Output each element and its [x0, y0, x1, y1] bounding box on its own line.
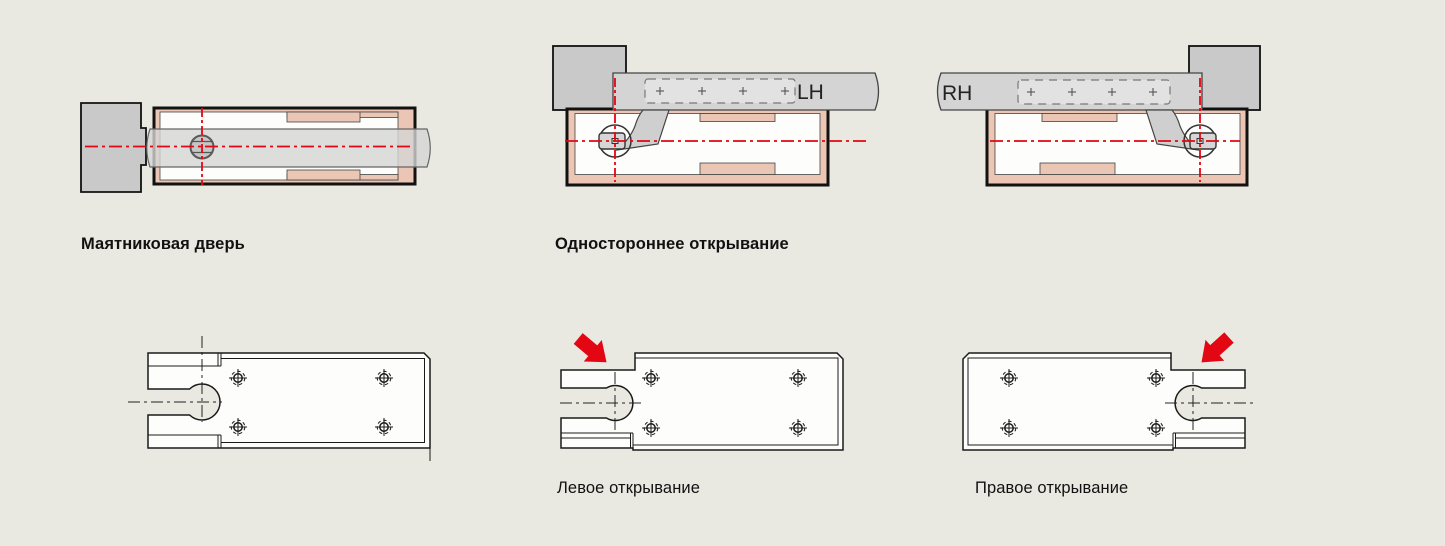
single-action-lh-diagram: LH	[545, 40, 890, 195]
cover-plate-right-opening-diagram	[945, 325, 1270, 465]
cement-box-steps	[699, 113, 776, 175]
lh-handing-label: LH	[797, 81, 824, 104]
screw-position-marks	[1027, 88, 1157, 96]
centerlines	[560, 372, 645, 430]
screw-position-marks	[656, 87, 789, 95]
cover-plate-outline	[560, 352, 844, 451]
pendulum-door-diagram	[70, 95, 445, 200]
centerlines	[128, 336, 222, 422]
centerline-cross	[565, 78, 870, 182]
centerline-cross	[85, 108, 410, 185]
cement-box-steps	[1039, 113, 1118, 175]
sliding-channel-plate	[1017, 79, 1171, 105]
cover-plate-pendulum-diagram	[115, 330, 445, 470]
sliding-channel-plate	[644, 78, 796, 104]
cover-plate-edge-lines	[561, 357, 839, 448]
cover-plate-edge-lines	[967, 357, 1245, 448]
right-opening-caption: Правое открывание	[975, 479, 1129, 497]
closer-arm	[1145, 109, 1200, 151]
cover-plate-left-opening-diagram	[545, 325, 870, 465]
cover-plate-edge-lines	[148, 353, 431, 461]
centerline-cross	[990, 78, 1240, 182]
single-sided-opening-caption: Одностороннее открывание	[555, 235, 789, 253]
cover-plate-outline	[147, 352, 431, 449]
left-opening-caption: Левое открывание	[557, 479, 701, 497]
opening-direction-arrow-icon	[569, 327, 616, 374]
rh-handing-label: RH	[942, 82, 972, 105]
door-leaf	[146, 128, 431, 168]
pendulum-door-caption: Маятниковая дверь	[81, 235, 245, 253]
single-action-rh-diagram: RH	[925, 40, 1270, 195]
cement-box-steps	[286, 111, 399, 181]
door-frame-block	[80, 102, 147, 193]
closer-arm	[615, 109, 670, 151]
centerlines	[1165, 372, 1257, 430]
cover-plate-outline	[962, 352, 1246, 451]
opening-direction-arrow-icon	[1192, 327, 1239, 373]
